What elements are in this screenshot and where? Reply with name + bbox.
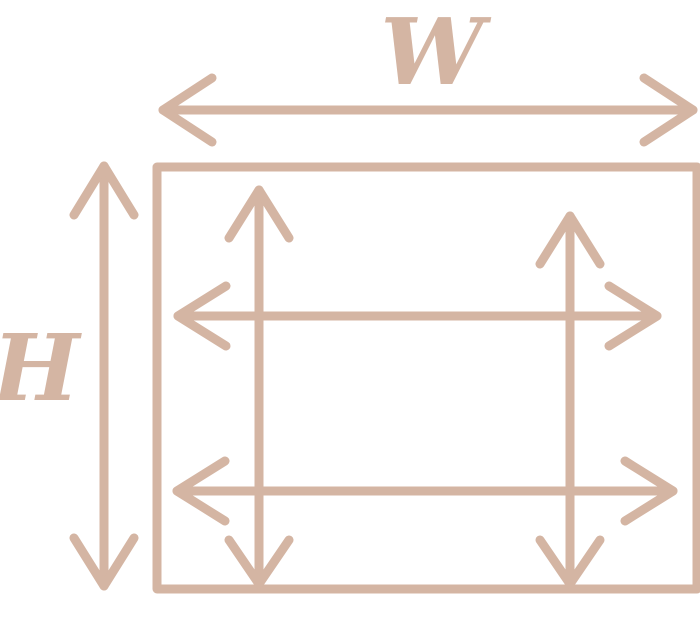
- height-arrow: [69, 161, 139, 591]
- inner-horizontal-arrow-upper: [173, 281, 662, 351]
- inner-vertical-arrow-right: [535, 211, 605, 589]
- height-label: H: [0, 314, 83, 422]
- outer-rectangle: [152, 162, 700, 594]
- inner-vertical-arrow-left: [224, 185, 294, 589]
- inner-horizontal-arrow-lower: [172, 456, 678, 526]
- width-label: W: [380, 0, 491, 106]
- width-arrow: [158, 73, 698, 147]
